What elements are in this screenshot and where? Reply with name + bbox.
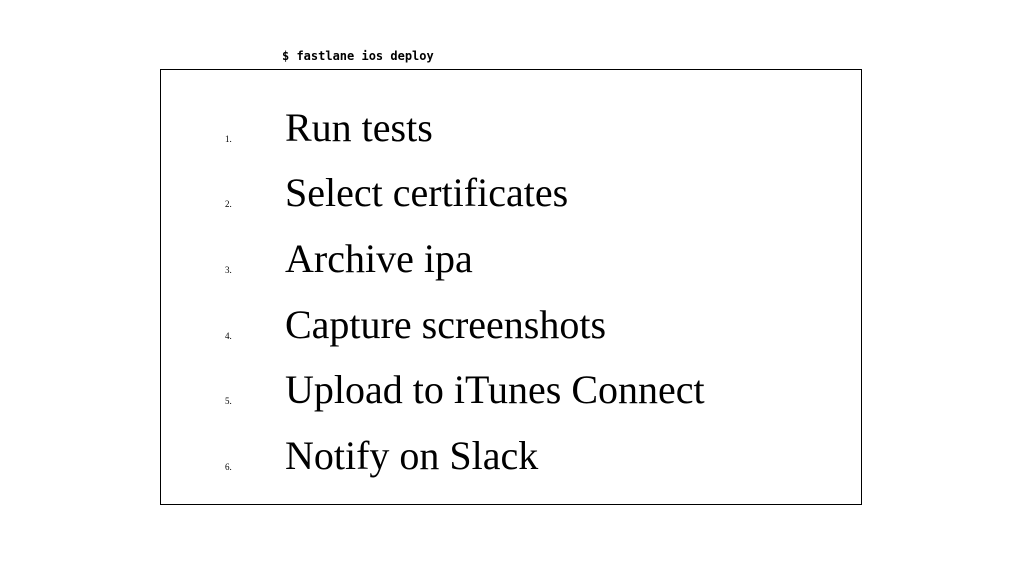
step-number: 2. <box>225 199 232 209</box>
step-item: 3. Archive ipa <box>161 233 861 283</box>
step-number: 4. <box>225 331 232 341</box>
step-item: 1. Run tests <box>161 102 861 152</box>
step-label: Upload to iTunes Connect <box>285 367 705 412</box>
step-label: Select certificates <box>285 170 569 215</box>
step-number: 3. <box>225 265 232 275</box>
step-item: 4. Capture screenshots <box>161 299 861 349</box>
step-label: Notify on Slack <box>285 433 539 478</box>
step-label: Capture screenshots <box>285 302 607 347</box>
step-item: 5. Upload to iTunes Connect <box>161 364 861 414</box>
step-number: 1. <box>225 134 232 144</box>
step-number: 5. <box>225 396 232 406</box>
step-label: Archive ipa <box>285 236 473 281</box>
step-number: 6. <box>225 462 232 472</box>
steps-box: 1. Run tests 2. Select certificates 3. A… <box>160 69 862 505</box>
step-item: 2. Select certificates <box>161 167 861 217</box>
terminal-command: $ fastlane ios deploy <box>282 49 434 63</box>
step-label: Run tests <box>285 105 433 150</box>
step-item: 6. Notify on Slack <box>161 430 861 480</box>
